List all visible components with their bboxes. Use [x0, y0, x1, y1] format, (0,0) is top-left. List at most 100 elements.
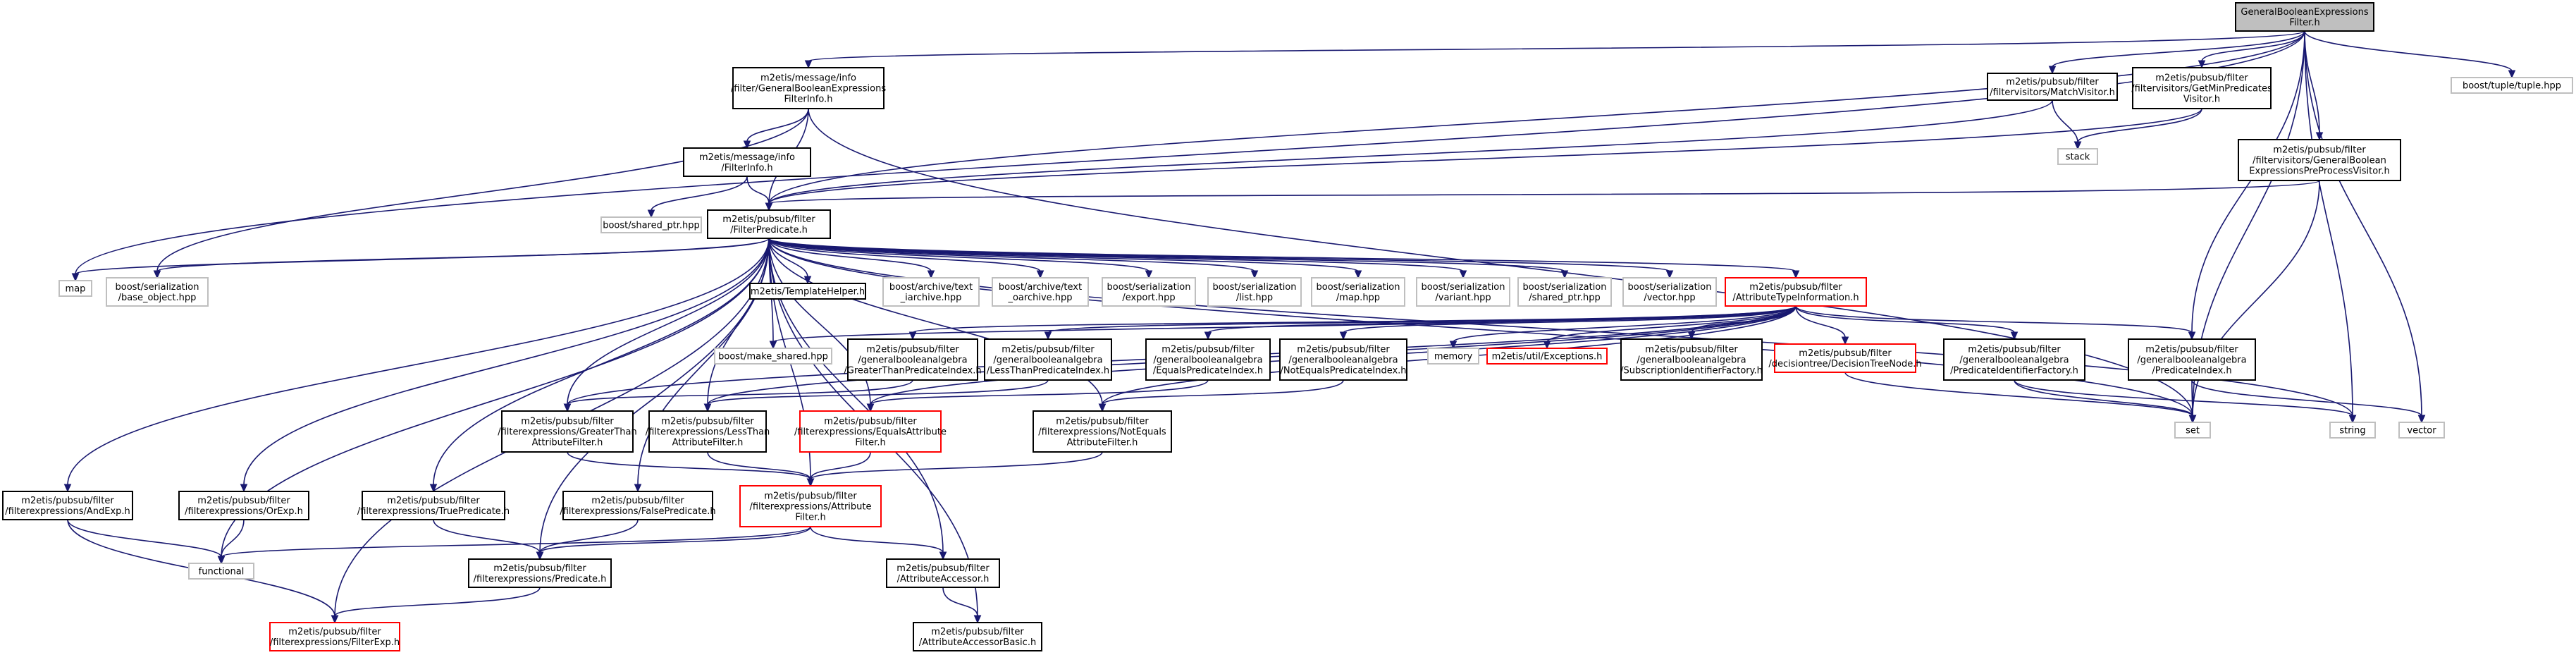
- node-sersharedptr[interactable]: boost/serialization/shared_ptr.hpp: [1517, 277, 1612, 307]
- node-attraccessorbasic[interactable]: m2etis/pubsub/filter/AttributeAccessorBa…: [913, 622, 1042, 651]
- node-label: /filterexpressions/OrExp.h: [185, 506, 303, 517]
- node-gbefinfo[interactable]: m2etis/message/info/filter/GeneralBoolea…: [731, 67, 886, 109]
- edge-root-to-matchvisitor: [2048, 30, 2305, 75]
- node-label: /map.hpp: [1336, 293, 1380, 303]
- node-label: boost/serialization: [1316, 282, 1400, 293]
- node-label: /filter/GeneralBooleanExpressions: [731, 84, 886, 94]
- node-map[interactable]: map: [58, 280, 92, 297]
- node-serexport[interactable]: boost/serialization/export.hpp: [1102, 277, 1196, 307]
- node-templatehelper[interactable]: m2etis/TemplateHelper.h: [749, 283, 866, 300]
- node-set[interactable]: set: [2174, 422, 2211, 439]
- node-label: set: [2186, 426, 2200, 436]
- node-neqattrfilter[interactable]: m2etis/pubsub/filter/filterexpressions/N…: [1033, 410, 1172, 453]
- edge-filterpred-to-servariant: [768, 238, 1467, 279]
- node-label: Filter.h: [795, 513, 825, 523]
- edge-attrtypeinfo-to-gtpredindex: [908, 305, 1797, 341]
- edge-filterpred-to-textiarchive: [768, 238, 935, 279]
- node-textiarchive[interactable]: boost/archive/text_iarchive.hpp: [882, 277, 980, 307]
- node-label: m2etis/pubsub/filter: [21, 496, 114, 506]
- node-label: Visitor.h: [2183, 94, 2220, 105]
- edge-filterpred-to-string: [768, 238, 2357, 424]
- node-label: /generalbooleanalgebra: [993, 355, 1102, 366]
- edge-getminpred-to-stack: [2073, 108, 2202, 150]
- edge-truepred-to-predicate: [433, 519, 544, 561]
- node-label: m2etis/pubsub/filter: [387, 496, 480, 506]
- node-getminpred[interactable]: m2etis/pubsub/filter/filtervisitors/GetM…: [2131, 67, 2272, 109]
- node-servariant[interactable]: boost/serialization/variant.hpp: [1416, 277, 1510, 307]
- node-matchvisitor[interactable]: m2etis/pubsub/filter/filtervisitors/Matc…: [1987, 73, 2118, 101]
- node-orexp[interactable]: m2etis/pubsub/filter/filterexpressions/O…: [178, 491, 309, 520]
- node-baseobject[interactable]: boost/serialization/base_object.hpp: [106, 277, 209, 307]
- node-gbepreproc[interactable]: m2etis/pubsub/filter/filtervisitors/Gene…: [2238, 139, 2401, 181]
- node-tuple[interactable]: boost/tuple/tuple.hpp: [2451, 77, 2573, 94]
- node-neqpredindex[interactable]: m2etis/pubsub/filter/generalbooleanalgeb…: [1279, 338, 1407, 381]
- edge-filterpred-to-servector: [768, 238, 1674, 279]
- node-subidfactory[interactable]: m2etis/pubsub/filter/generalbooleanalgeb…: [1620, 338, 1763, 381]
- node-gtpredindex[interactable]: m2etis/pubsub/filter/generalbooleanalgeb…: [844, 338, 982, 381]
- node-filterexp[interactable]: m2etis/pubsub/filter/filterexpressions/F…: [269, 622, 400, 651]
- node-falsepred[interactable]: m2etis/pubsub/filter/filterexpressions/F…: [560, 491, 716, 520]
- node-predidfactory[interactable]: m2etis/pubsub/filter/generalbooleanalgeb…: [1943, 338, 2085, 381]
- node-label: boost/archive/text: [999, 282, 1082, 293]
- node-textoarchive[interactable]: boost/archive/text_oarchive.hpp: [992, 277, 1089, 307]
- node-dtnode[interactable]: m2etis/pubsub/filter/decisiontree/Decisi…: [1768, 343, 1922, 373]
- node-stack[interactable]: stack: [2057, 148, 2098, 165]
- node-string[interactable]: string: [2329, 422, 2376, 439]
- node-eqattrfilter[interactable]: m2etis/pubsub/filter/filterexpressions/E…: [794, 410, 947, 453]
- node-label: /shared_ptr.hpp: [1529, 293, 1601, 303]
- node-label: Filter.h: [855, 438, 885, 448]
- node-memory[interactable]: memory: [1427, 348, 1479, 365]
- node-predindex[interactable]: m2etis/pubsub/filter/generalbooleanalgeb…: [2128, 338, 2256, 381]
- node-sermap[interactable]: boost/serialization/map.hpp: [1311, 277, 1405, 307]
- node-label: /FilterPredicate.h: [730, 225, 808, 235]
- node-exceptions[interactable]: m2etis/util/Exceptions.h: [1486, 348, 1608, 365]
- edge-root-to-gbefinfo: [804, 30, 2305, 69]
- node-label: /AttributeAccessorBasic.h: [919, 637, 1036, 648]
- node-label: m2etis/pubsub/filter: [866, 345, 959, 355]
- node-attrfilter[interactable]: m2etis/pubsub/filter/filterexpressions/A…: [739, 485, 882, 527]
- node-filterpred[interactable]: m2etis/pubsub/filter/FilterPredicate.h: [707, 209, 831, 239]
- node-label: /PredicateIdentifierFactory.h: [1950, 366, 2078, 377]
- node-label: m2etis/pubsub/filter: [2145, 345, 2238, 355]
- node-label: m2etis/pubsub/filter: [661, 417, 754, 427]
- node-ltpredindex[interactable]: m2etis/pubsub/filter/generalbooleanalgeb…: [984, 338, 1112, 381]
- node-attraccessor[interactable]: m2etis/pubsub/filter/AttributeAccessor.h: [886, 558, 1000, 588]
- node-attrtypeinfo[interactable]: m2etis/pubsub/filter/AttributeTypeInform…: [1725, 277, 1867, 307]
- edge-attrtypeinfo-to-predindex: [1795, 305, 2196, 341]
- edge-eqattrfilter-to-attrfilter: [806, 451, 871, 487]
- node-gtattrfilter[interactable]: m2etis/pubsub/filter/filterexpressions/G…: [498, 410, 637, 453]
- node-vector[interactable]: vector: [2398, 422, 2445, 439]
- node-label: /filterexpressions/Attribute: [749, 502, 871, 513]
- node-label: /generalbooleanalgebra: [1959, 355, 2069, 366]
- edge-attrtypeinfo-to-predidfactory: [1795, 305, 2019, 341]
- node-predicate[interactable]: m2etis/pubsub/filter/filterexpressions/P…: [468, 558, 612, 588]
- node-label: /vector.hpp: [1644, 293, 1695, 303]
- edge-filterpred-to-andexp: [63, 238, 770, 493]
- node-label: boost/serialization: [1212, 282, 1296, 293]
- node-andexp[interactable]: m2etis/pubsub/filter/filterexpressions/A…: [2, 491, 133, 520]
- node-filterinfo[interactable]: m2etis/message/info/FilterInfo.h: [683, 147, 811, 177]
- edge-root-to-map: [71, 30, 2305, 282]
- node-label: boost/serialization: [1107, 282, 1190, 293]
- node-label: /base_object.hpp: [118, 293, 197, 303]
- node-label: /generalbooleanalgebra: [2137, 355, 2246, 366]
- node-sharedptr[interactable]: boost/shared_ptr.hpp: [600, 216, 702, 233]
- node-label: m2etis/pubsub/filter: [1002, 345, 1095, 355]
- edge-root-to-string: [2304, 30, 2357, 424]
- node-label: /PredicateIndex.h: [2152, 366, 2231, 377]
- node-makeshared[interactable]: boost/make_shared.hpp: [714, 348, 832, 365]
- node-ltattrfilter[interactable]: m2etis/pubsub/filter/filterexpressions/L…: [646, 410, 770, 453]
- edges-layer: [63, 30, 2516, 624]
- edge-predindex-to-set: [2188, 379, 2197, 424]
- node-eqpredindex[interactable]: m2etis/pubsub/filter/generalbooleanalgeb…: [1145, 338, 1271, 381]
- edge-attrfilter-to-functional: [217, 526, 811, 565]
- node-label: boost/serialization: [115, 282, 199, 293]
- node-truepred[interactable]: m2etis/pubsub/filter/filterexpressions/T…: [357, 491, 510, 520]
- node-servector[interactable]: boost/serialization/vector.hpp: [1622, 277, 1717, 307]
- node-functional[interactable]: functional: [188, 563, 254, 580]
- node-serlist[interactable]: boost/serialization/list.hpp: [1207, 277, 1302, 307]
- edge-filterpred-to-map: [71, 238, 770, 282]
- edge-root-to-getminpred: [2198, 30, 2305, 69]
- node-label: m2etis/pubsub/filter: [824, 417, 917, 427]
